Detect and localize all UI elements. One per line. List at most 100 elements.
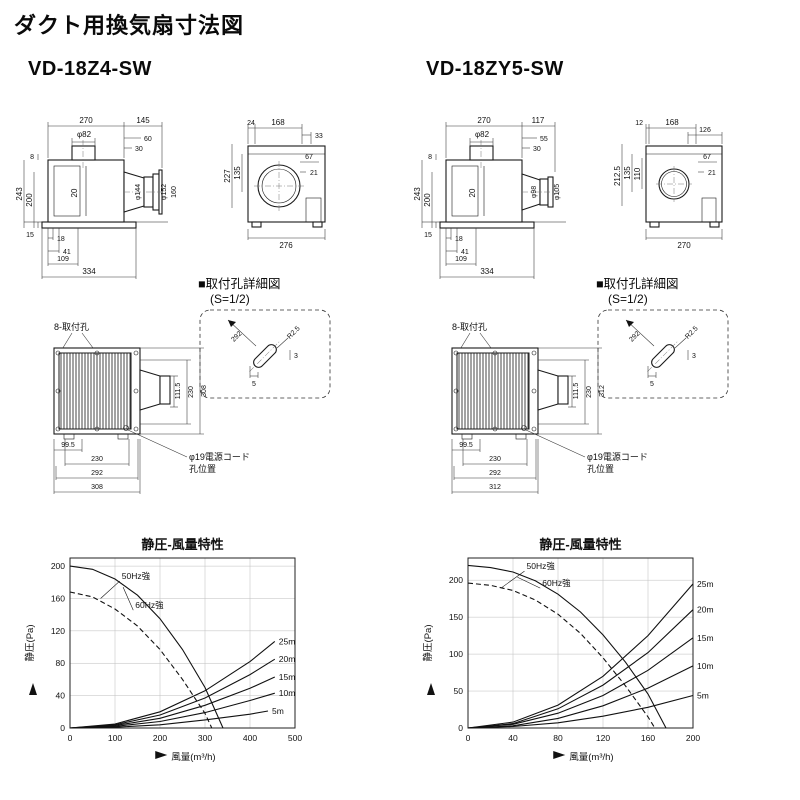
dim-ext-117: 117	[532, 116, 545, 125]
dim-slot-height-3: 3	[294, 353, 298, 360]
dim-30: 30	[135, 146, 143, 153]
side-view-left: 24 168 33 67 21 227 135 276	[223, 118, 326, 250]
dim-33: 33	[315, 133, 323, 140]
dim-duct-face: 160	[171, 186, 178, 198]
dim-15: 15	[424, 232, 432, 239]
y-tick-label: 100	[449, 649, 463, 659]
y-axis-label: 静圧(Pa)	[422, 625, 434, 662]
mounting-holes-label: 8-取付孔	[452, 322, 487, 332]
series-curve-15m	[467, 637, 694, 729]
dim-slot-width-5: 5	[252, 381, 256, 388]
page-title: ダクト用換気扇寸法図	[14, 13, 245, 38]
y-tick-label: 80	[56, 658, 66, 668]
cord-hole-note-line2: 孔位置	[587, 463, 614, 474]
detail-title: ■取付孔詳細図	[198, 277, 281, 291]
left-panel: VD-18Z4-SW 270 145 φ82 60 30 8	[16, 58, 400, 798]
model-title-right: VD-18ZY5-SW	[426, 58, 564, 80]
dim-67: 67	[305, 154, 313, 161]
dim-18: 18	[57, 236, 65, 243]
x-tick-label: 500	[288, 733, 302, 743]
series-curve-60Hz強	[467, 564, 667, 729]
series-curve-5m	[69, 710, 269, 729]
x-tick-label: 400	[243, 733, 257, 743]
series-curve-10m	[467, 665, 694, 729]
dim-168: 168	[271, 118, 285, 127]
dim-243: 243	[16, 187, 24, 201]
side-view-right: 12 168 126 67 21 212.5 135 110 270	[613, 118, 723, 250]
right-panel: VD-18ZY5-SW 270 117 φ82 55 30 8	[414, 58, 798, 798]
mounting-hole-detail-right: ■取付孔詳細図 (S=1/2) 292 R2.5 5 3	[596, 273, 746, 409]
dim-276: 276	[279, 241, 293, 250]
dim-20: 20	[468, 188, 477, 197]
detail-drawing-right: 292 R2.5 5 3	[597, 309, 729, 399]
dim-b-230: 230	[91, 456, 103, 463]
x-tick-label: 300	[198, 733, 212, 743]
detail-drawing-left: 292 R2.5 5 3	[199, 309, 331, 399]
dim-111-5: 111.5	[175, 383, 182, 400]
series-label: 15m	[279, 672, 296, 682]
dim-b-230: 230	[489, 456, 501, 463]
dim-168: 168	[665, 118, 679, 127]
y-tick-label: 50	[454, 686, 464, 696]
y-tick-label: 200	[51, 561, 65, 571]
series-label: 15m	[697, 633, 714, 643]
x-axis-arrow-icon	[553, 751, 566, 759]
x-tick-label: 120	[596, 733, 610, 743]
cord-hole-note-line2: 孔位置	[189, 463, 216, 474]
series-curve-10m	[69, 692, 275, 729]
dim-v-312: 312	[599, 385, 606, 397]
dim-duct-dia-1: φ144	[135, 184, 142, 200]
dim-109: 109	[57, 256, 69, 263]
y-tick-label: 160	[51, 593, 65, 603]
dim-20: 20	[70, 188, 79, 197]
y-tick-label: 40	[56, 691, 66, 701]
dim-41: 41	[461, 249, 469, 256]
dim-334: 334	[82, 267, 96, 276]
series-curve-25m	[69, 640, 276, 729]
front-side-view-drawing-left: 270 145 φ82 60 30 8 243 200 20 15 18 41 …	[16, 116, 326, 279]
dim-55: 55	[540, 136, 548, 143]
dim-8: 8	[30, 154, 34, 161]
x-tick-label: 100	[108, 733, 122, 743]
dim-135: 135	[233, 166, 242, 180]
y-axis-arrow-icon	[427, 683, 435, 695]
dim-slot-height-3: 3	[692, 353, 696, 360]
dim-width-270: 270	[477, 116, 491, 125]
dim-v-230: 230	[188, 386, 195, 398]
series-label: 60Hz強	[135, 600, 164, 610]
dim-99-5: 99.5	[61, 442, 75, 449]
series-label: 5m	[697, 690, 709, 700]
detail-title: ■取付孔詳細図	[596, 277, 679, 291]
x-tick-label: 200	[686, 733, 700, 743]
y-tick-label: 200	[449, 575, 463, 585]
chart-title: 静圧-風量特性	[141, 537, 223, 552]
cord-hole-note-line1: φ19電源コード	[189, 452, 250, 462]
dim-41: 41	[63, 249, 71, 256]
x-axis-label: 風量(m³/h)	[569, 752, 613, 763]
plot-border	[467, 557, 694, 729]
mounting-hole-detail-left: ■取付孔詳細図 (S=1/2) 292 R2.5 5 3	[198, 273, 348, 409]
label-leader-line	[517, 576, 541, 589]
dim-b-292: 292	[489, 470, 501, 477]
series-label: 50Hz強	[122, 571, 151, 581]
y-tick-label: 0	[458, 723, 463, 733]
cord-hole-note-line1: φ19電源コード	[587, 452, 648, 462]
dim-270: 270	[677, 241, 691, 250]
dim-24: 24	[247, 120, 255, 127]
y-tick-label: 0	[60, 723, 65, 733]
y-tick-label: 120	[51, 626, 65, 636]
dim-200: 200	[423, 193, 432, 207]
series-curve-15m	[69, 676, 276, 729]
dim-99-5: 99.5	[459, 442, 473, 449]
dim-111-5: 111.5	[573, 383, 580, 400]
series-curve-60Hz強	[69, 565, 224, 729]
dim-b-312: 312	[489, 484, 501, 491]
dim-67: 67	[703, 154, 711, 161]
x-tick-label: 200	[153, 733, 167, 743]
dim-pipe-dia: φ82	[475, 130, 490, 139]
x-axis-label: 風量(m³/h)	[171, 752, 215, 763]
dim-135: 135	[623, 166, 632, 180]
dim-212-5: 212.5	[613, 165, 622, 186]
series-label: 20m	[697, 605, 714, 615]
